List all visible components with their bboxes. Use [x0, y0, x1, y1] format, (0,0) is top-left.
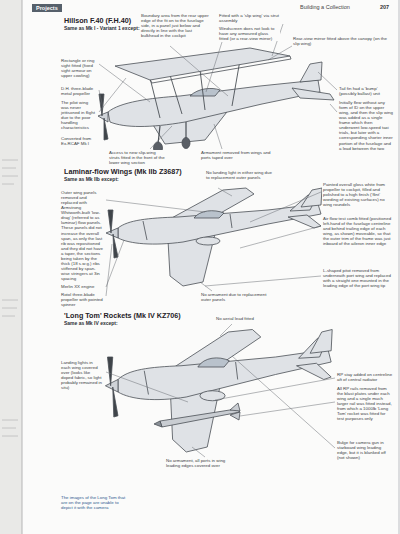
callout-note: The pilot wing was never jettisoned in f… [60, 100, 98, 130]
callout-note: Boundary area from the rear upper edge o… [140, 13, 210, 38]
laminar-wing-hurricane [106, 188, 322, 286]
callout-note: Armament removed from wings and ports ta… [200, 150, 275, 160]
callout-note: Rotol three-blade propeller with pointed… [60, 292, 104, 307]
callout-note: No armament due to replacement outer pan… [200, 292, 275, 302]
page-number: 207 [380, 4, 389, 10]
callout-note: Windscreen does not look to have any arm… [218, 26, 280, 41]
callout-note: Fitted with a 'slip wing' via strut asse… [218, 13, 280, 23]
callout-note: L-shaped pitot removed from underneath p… [322, 268, 394, 288]
callout-note: No landing light in either wing due to r… [205, 170, 277, 180]
callout-note: All RP rails removed from the blast plat… [336, 386, 394, 421]
callout-note: Rectangle or ring sight fitted (fixed si… [60, 58, 98, 78]
page-gutter [22, 0, 23, 534]
section-tab: Projects [32, 4, 62, 12]
callout-note: Tail fin had a 'bump' (possibly ballast)… [338, 86, 394, 96]
running-header: Building a Collection [300, 4, 350, 10]
callout-note: D.H. three-blade metal propeller [60, 86, 98, 96]
section-title: Hillson F.40 (F.H.40) [64, 17, 131, 25]
callout-note: Access to new slip-wing struts fitted in… [108, 150, 168, 165]
section-subtitle: Same as Mk IIb except: [64, 177, 119, 183]
long-tom-hurricane [105, 330, 332, 453]
callout-note: Rear-view mirror fitted above the canopy… [292, 36, 392, 46]
section-title: 'Long Tom' Rockets (Mk IV KZ706) [64, 312, 181, 320]
callout-note: RP stay added on centreline aft of centr… [336, 372, 394, 382]
section-subtitle: Same as Mk I - Variant 1 except: [64, 26, 140, 32]
facing-page [0, 0, 22, 534]
callout-note: Initially flew without any form of ID on… [338, 100, 394, 151]
callout-note: Merlin XX engine [60, 284, 104, 289]
callout-note: Landing lights in each wing covered over… [60, 360, 104, 390]
callout-note: No aerial lead fitted [215, 316, 275, 321]
callout-note: Bulge for camera gun in starboard wing l… [336, 440, 394, 460]
leader-lines [99, 24, 337, 457]
callout-note: Air flow test comb fitted (positioned le… [322, 216, 394, 246]
callout-note: Converted from Ex-RCAF Mk I [60, 136, 98, 146]
section-title: Laminar-flow Wings (Mk IIb Z3687) [64, 168, 182, 176]
slip-wing-hurricane [98, 48, 334, 154]
facing-page-lines [2, 160, 18, 436]
book-page [22, 0, 398, 534]
callout-note: No armament, all ports in wing leading e… [165, 458, 240, 468]
callout-note: Painted overall gloss white from propell… [322, 182, 394, 207]
section-subtitle: Same as Mk IV except: [64, 321, 118, 327]
callout-note: Outer wing panels removed and replaced w… [60, 190, 104, 281]
image-note: The images of the Long Tom that are on t… [60, 495, 130, 510]
long-tom-rocket [154, 403, 240, 427]
